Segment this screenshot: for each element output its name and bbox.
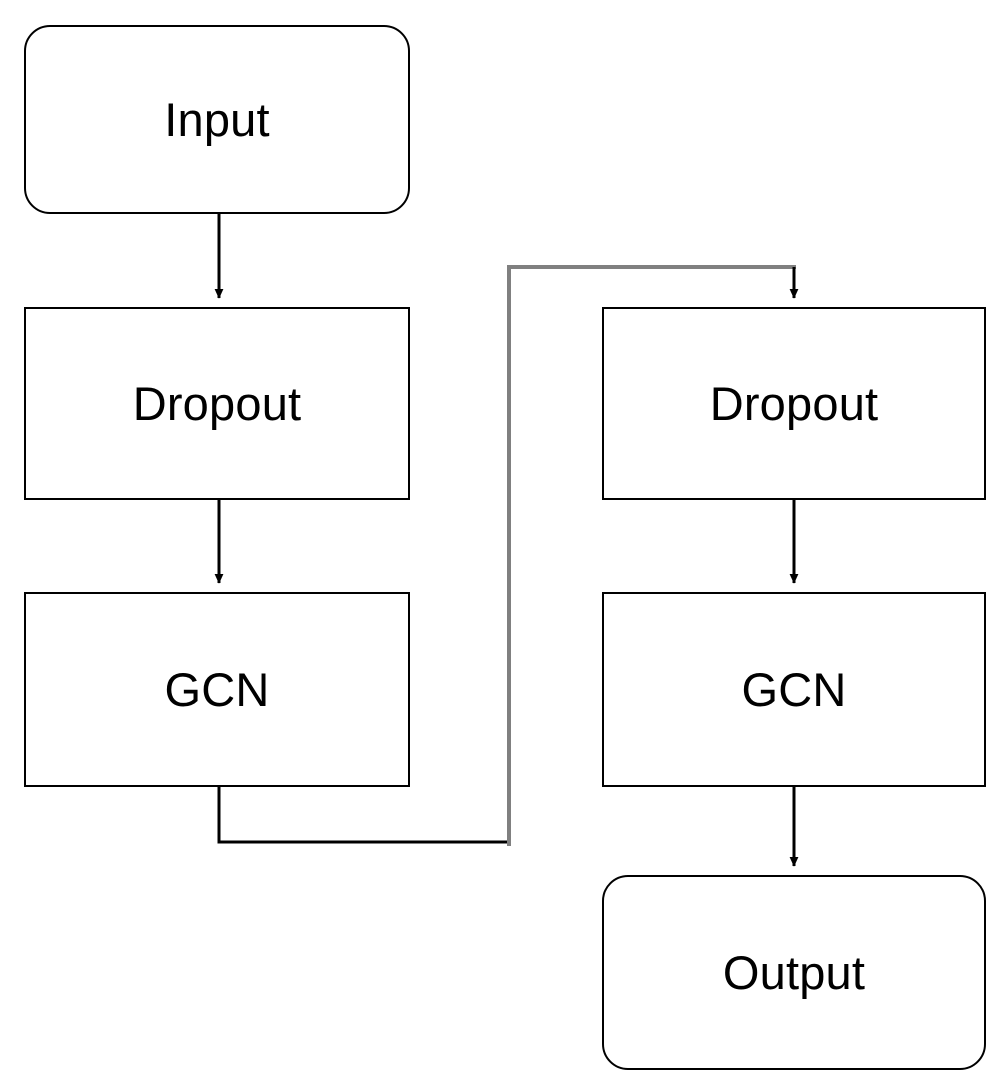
node-output[interactable]: Output — [602, 875, 986, 1070]
node-gcn-2[interactable]: GCN — [602, 592, 986, 787]
node-dropout-1-label: Dropout — [132, 377, 302, 430]
node-gcn-1[interactable]: GCN — [24, 592, 410, 787]
node-input[interactable]: Input — [24, 25, 410, 214]
node-dropout-1[interactable]: Dropout — [24, 307, 410, 500]
node-dropout-2-label: Dropout — [709, 377, 879, 430]
node-input-label: Input — [164, 93, 270, 146]
node-gcn-2-label: GCN — [741, 663, 847, 716]
edge-gcn-1-to-dropout-2 — [217, 265, 799, 846]
node-gcn-1-label: GCN — [164, 663, 270, 716]
node-output-label: Output — [722, 946, 866, 999]
node-dropout-2[interactable]: Dropout — [602, 307, 986, 500]
